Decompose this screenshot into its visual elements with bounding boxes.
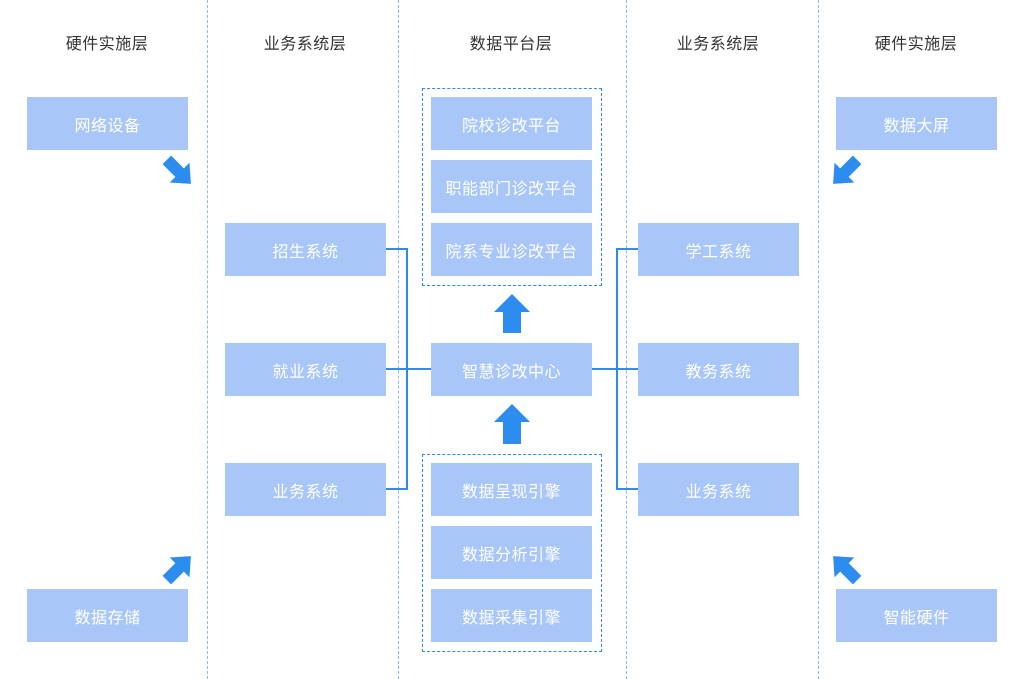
business-left-item: 业务系统 (225, 463, 386, 516)
arrow-up-icon (494, 404, 530, 444)
hardware-network-equipment: 网络设备 (27, 97, 188, 150)
arrow-down-left-icon (833, 155, 862, 184)
column-divider (818, 0, 819, 679)
arrow-up-right-icon (162, 556, 191, 585)
smart-diagnosis-center: 智慧诊改中心 (431, 343, 592, 396)
column-divider (398, 0, 399, 679)
platform-group (422, 88, 602, 286)
platform-item: 院校诊改平台 (431, 97, 592, 150)
business-right-item: 业务系统 (638, 463, 799, 516)
engine-item: 数据呈现引擎 (431, 463, 592, 516)
column-title-business-right: 业务系统层 (676, 34, 760, 53)
platform-item: 职能部门诊改平台 (431, 160, 592, 213)
business-right-item: 教务系统 (638, 343, 799, 396)
hardware-data-storage: 数据存储 (27, 589, 188, 642)
left-bracket-connector (386, 248, 431, 490)
column-title-hardware-right: 硬件实施层 (874, 34, 958, 53)
column-title-data-platform: 数据平台层 (469, 34, 553, 53)
column-divider (626, 0, 627, 679)
engine-item: 数据采集引擎 (431, 589, 592, 642)
platform-item: 院系专业诊改平台 (431, 223, 592, 276)
hardware-smart-devices: 智能硬件 (836, 589, 997, 642)
business-right-item: 学工系统 (638, 223, 799, 276)
column-title-business-left: 业务系统层 (263, 34, 347, 53)
engine-group (422, 454, 602, 652)
arrow-up-left-icon (833, 556, 862, 585)
business-left-item: 招生系统 (225, 223, 386, 276)
engine-item: 数据分析引擎 (431, 526, 592, 579)
arrow-up-icon (494, 294, 530, 333)
business-left-item: 就业系统 (225, 343, 386, 396)
column-title-hardware-left: 硬件实施层 (65, 34, 149, 53)
column-divider (207, 0, 208, 679)
arrow-down-right-icon (162, 155, 191, 184)
hardware-data-big-screen: 数据大屏 (836, 97, 997, 150)
right-bracket-connector (592, 248, 638, 490)
